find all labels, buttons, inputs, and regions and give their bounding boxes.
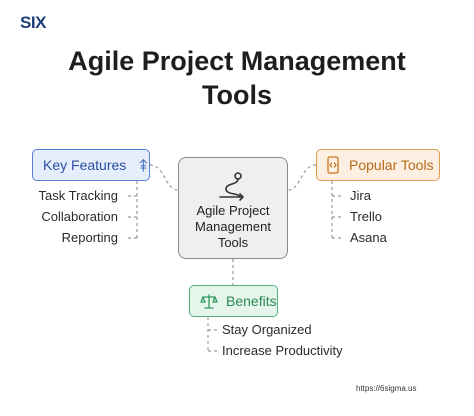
popular-tools-item: Trello: [350, 209, 383, 224]
title-line-1: Agile Project Management: [68, 46, 406, 76]
center-node: [178, 157, 288, 259]
benefits-item: Stay Organized: [222, 322, 312, 337]
logo-text: SIX: [20, 13, 46, 32]
logo: SIX: [16, 13, 50, 32]
popular-tools-item: Jira: [350, 188, 371, 203]
diagram-title: Agile Project Management Tools: [0, 44, 474, 112]
arrow-up-icon: [140, 158, 148, 172]
key-features-item: Collaboration: [41, 209, 118, 224]
path-flow-icon: [219, 172, 244, 201]
key-features-item: Task Tracking: [38, 188, 118, 203]
key-features-item: Reporting: [61, 230, 118, 245]
center-label-line-1: Agile Project: [196, 203, 270, 218]
popular-tools-item: Asana: [350, 230, 387, 245]
source-url: https://6sigma.us: [356, 384, 417, 393]
center-label: Agile Project Management Tools: [178, 203, 288, 251]
balance-scale-icon: [200, 294, 218, 309]
center-label-line-2: Management: [195, 219, 271, 234]
benefits-label: Benefits: [226, 293, 277, 309]
connector-key-features: [149, 164, 179, 191]
center-label-line-3: Tools: [217, 235, 249, 250]
benefits-node: Benefits: [189, 285, 278, 317]
code-file-icon: [327, 156, 339, 174]
key-features-node: Key Features: [32, 149, 150, 181]
popular-tools-node: Popular Tools: [316, 149, 440, 181]
title-line-2: Tools: [202, 80, 272, 110]
popular-tools-label: Popular Tools: [349, 157, 434, 173]
benefits-item: Increase Productivity: [222, 343, 343, 358]
key-features-label: Key Features: [43, 157, 127, 173]
connector-popular-tools: [287, 164, 317, 191]
